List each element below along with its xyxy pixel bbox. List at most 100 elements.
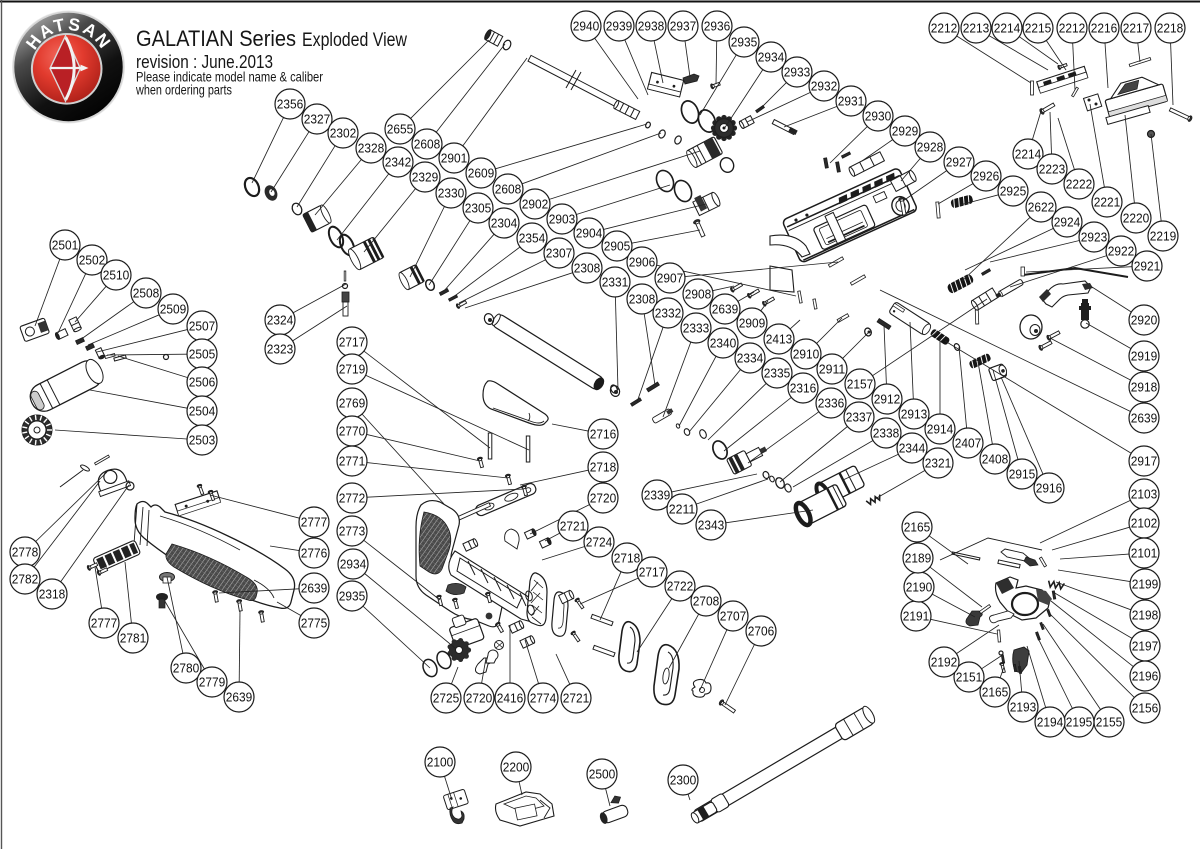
svg-text:2782: 2782: [12, 572, 39, 587]
svg-text:Exploded View: Exploded View: [302, 30, 407, 51]
svg-text:2505: 2505: [189, 347, 216, 362]
svg-text:2197: 2197: [1132, 639, 1159, 654]
svg-text:2500: 2500: [589, 767, 616, 782]
svg-text:2903: 2903: [549, 212, 576, 227]
svg-text:2307: 2307: [546, 246, 573, 261]
svg-text:2165: 2165: [904, 520, 931, 535]
svg-text:2932: 2932: [811, 79, 838, 94]
svg-text:2103: 2103: [1131, 487, 1158, 502]
svg-text:2718: 2718: [614, 551, 641, 566]
svg-text:2324: 2324: [267, 313, 294, 328]
svg-text:2770: 2770: [339, 424, 366, 439]
svg-text:2198: 2198: [1132, 608, 1159, 623]
svg-text:2769: 2769: [339, 396, 366, 411]
svg-text:2507: 2507: [189, 319, 216, 334]
svg-text:2337: 2337: [846, 410, 873, 425]
svg-text:2331: 2331: [602, 275, 629, 290]
svg-text:2622: 2622: [1028, 200, 1055, 215]
svg-text:2901: 2901: [441, 151, 468, 166]
svg-text:2308: 2308: [629, 292, 656, 307]
svg-text:2920: 2920: [1131, 313, 1158, 328]
svg-text:2772: 2772: [339, 491, 366, 506]
svg-text:2918: 2918: [1131, 380, 1158, 395]
svg-text:2189: 2189: [905, 551, 932, 566]
svg-text:2302: 2302: [330, 126, 357, 141]
svg-text:2212: 2212: [931, 21, 958, 36]
svg-text:2156: 2156: [1132, 701, 1159, 716]
svg-text:2902: 2902: [522, 197, 549, 212]
svg-text:2718: 2718: [590, 460, 617, 475]
svg-text:2912: 2912: [874, 392, 901, 407]
svg-text:2504: 2504: [189, 404, 216, 419]
svg-text:2915: 2915: [1009, 467, 1036, 482]
svg-text:2214: 2214: [1015, 147, 1042, 162]
svg-text:2778: 2778: [12, 545, 39, 560]
svg-text:2936: 2936: [704, 19, 731, 34]
svg-text:2211: 2211: [669, 502, 696, 517]
svg-text:2216: 2216: [1091, 21, 1118, 36]
svg-text:2336: 2336: [818, 396, 845, 411]
svg-text:2195: 2195: [1066, 715, 1093, 730]
svg-text:when ordering parts: when ordering parts: [135, 82, 232, 97]
svg-text:2916: 2916: [1036, 481, 1063, 496]
svg-text:2305: 2305: [465, 201, 492, 216]
svg-text:2304: 2304: [491, 216, 518, 231]
svg-text:2194: 2194: [1037, 715, 1064, 730]
svg-text:2923: 2923: [1081, 230, 1108, 245]
svg-text:2724: 2724: [586, 535, 613, 550]
svg-text:2510: 2510: [103, 268, 130, 283]
svg-text:2939: 2939: [606, 19, 633, 34]
svg-text:2639: 2639: [712, 302, 739, 317]
svg-text:2913: 2913: [901, 407, 928, 422]
svg-text:2316: 2316: [790, 381, 817, 396]
svg-text:2335: 2335: [764, 366, 791, 381]
svg-text:2922: 2922: [1108, 244, 1135, 259]
svg-text:2934: 2934: [758, 50, 785, 65]
svg-text:2101: 2101: [1131, 546, 1158, 561]
svg-text:2221: 2221: [1094, 195, 1121, 210]
svg-text:2935: 2935: [731, 35, 758, 50]
svg-text:2213: 2213: [963, 21, 990, 36]
svg-text:2157: 2157: [847, 377, 874, 392]
svg-text:2318: 2318: [39, 587, 66, 602]
svg-text:2921: 2921: [1134, 259, 1161, 274]
svg-text:2200: 2200: [503, 760, 530, 775]
svg-text:2342: 2342: [385, 155, 412, 170]
svg-text:2193: 2193: [1010, 700, 1037, 715]
svg-text:2917: 2917: [1131, 454, 1158, 469]
svg-text:2938: 2938: [638, 19, 665, 34]
svg-text:2925: 2925: [1000, 184, 1027, 199]
svg-text:2191: 2191: [903, 609, 930, 624]
svg-text:2720: 2720: [590, 491, 617, 506]
svg-text:2928: 2928: [917, 140, 944, 155]
svg-text:2721: 2721: [563, 691, 590, 706]
svg-text:2722: 2722: [667, 579, 694, 594]
svg-text:2340: 2340: [710, 336, 737, 351]
svg-text:2300: 2300: [670, 773, 697, 788]
svg-text:2332: 2332: [655, 306, 682, 321]
svg-text:2639: 2639: [1131, 411, 1158, 426]
svg-text:2906: 2906: [629, 255, 656, 270]
svg-text:2655: 2655: [387, 122, 414, 137]
svg-text:2910: 2910: [793, 347, 820, 362]
svg-text:2781: 2781: [120, 631, 147, 646]
svg-text:2155: 2155: [1096, 715, 1123, 730]
svg-text:2509: 2509: [160, 302, 187, 317]
svg-text:2717: 2717: [339, 335, 366, 350]
svg-text:2339: 2339: [644, 488, 671, 503]
svg-text:2100: 2100: [427, 755, 454, 770]
svg-text:2508: 2508: [133, 286, 160, 301]
svg-text:2927: 2927: [946, 155, 973, 170]
svg-text:2502: 2502: [79, 253, 106, 268]
svg-text:2721: 2721: [560, 519, 587, 534]
svg-text:2780: 2780: [173, 661, 200, 676]
svg-text:2416: 2416: [497, 691, 524, 706]
svg-text:2219: 2219: [1150, 229, 1177, 244]
svg-text:2639: 2639: [301, 581, 328, 596]
svg-text:2407: 2407: [955, 436, 982, 451]
svg-text:2334: 2334: [737, 351, 764, 366]
svg-text:2327: 2327: [304, 112, 331, 127]
svg-text:2343: 2343: [698, 518, 725, 533]
svg-text:2911: 2911: [819, 362, 846, 377]
svg-text:2308: 2308: [574, 261, 601, 276]
